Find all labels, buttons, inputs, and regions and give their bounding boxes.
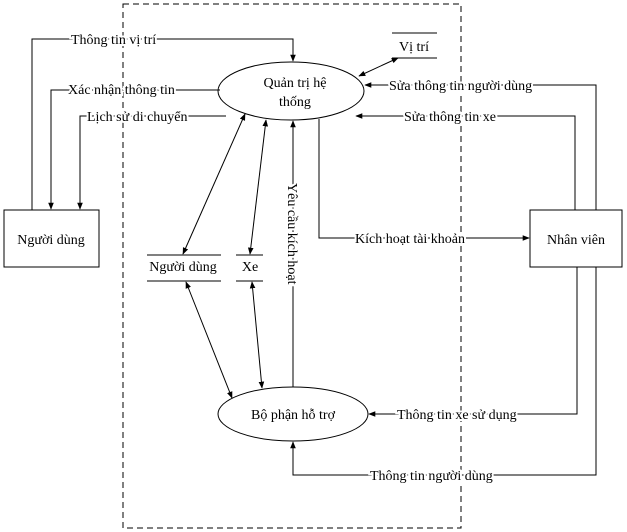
flow-thong-tin-vi-tri: [31, 38, 296, 210]
store-vi-tri-label: Vị trí: [399, 40, 429, 55]
process-bo-phan-label: Bộ phận hỗ trợ: [251, 408, 336, 423]
flow-lich-su-di-chuyen-label: Lịch sử di chuyển: [87, 110, 188, 125]
flow-thong-tin-xe-su-dung: [368, 267, 578, 417]
flow-thong-tin-nguoi-dung-label: Thông tin người dùng: [370, 469, 493, 484]
flow-sua-thong-tin-xe-label: Sửa thông tin xe: [404, 110, 496, 125]
entity-nhan-vien-label: Nhân viên: [547, 233, 605, 248]
flow-xac-nhan-thong-tin-label: Xác nhận thông tin: [68, 83, 175, 98]
flow-lich-su-di-chuyen: [77, 115, 226, 210]
process-quan-tri-line2: thống: [279, 95, 311, 110]
flow-xac-nhan-thong-tin: [48, 89, 220, 210]
entity-nguoi-dung: [3, 209, 100, 268]
entity-nguoi-dung-label: Người dùng: [17, 233, 85, 248]
process-quan-tri-line1: Quản trị hệ: [264, 76, 327, 91]
flow-store-nguoi-dung-bo-phan: [185, 281, 233, 399]
flow-yeu-cau-kich-hoat-label: Yêu cầu kích hoạt: [284, 183, 299, 285]
flow-quan-tri-store-xe: [247, 119, 269, 255]
flow-sua-thong-tin-xe: [355, 113, 576, 210]
store-nguoi-dung-label: Người dùng: [149, 260, 217, 275]
store-xe-label: Xe: [242, 260, 258, 275]
process-quan-tri-he-thong: [217, 61, 365, 121]
system-boundary: [122, 3, 462, 529]
flow-quan-tri-store-nguoi-dung: [182, 113, 246, 255]
flow-sua-thong-tin-nguoi-dung: [364, 82, 597, 210]
flow-quan-tri-vi-tri: [358, 57, 399, 77]
entity-nhan-vien: [529, 209, 623, 268]
flow-sua-thong-tin-nguoi-dung-label: Sửa thông tin người dùng: [389, 79, 532, 94]
flow-kich-hoat-tai-khoan: [318, 119, 530, 241]
flow-store-xe-bo-phan: [249, 281, 265, 389]
flow-thong-tin-nguoi-dung: [290, 267, 597, 476]
flow-thong-tin-vi-tri-label: Thông tin vị trí: [71, 33, 156, 48]
flow-thong-tin-xe-su-dung-label: Thông tin xe sử dụng: [397, 408, 517, 423]
flow-kich-hoat-tai-khoan-label: Kích hoạt tài khoản: [355, 232, 465, 247]
